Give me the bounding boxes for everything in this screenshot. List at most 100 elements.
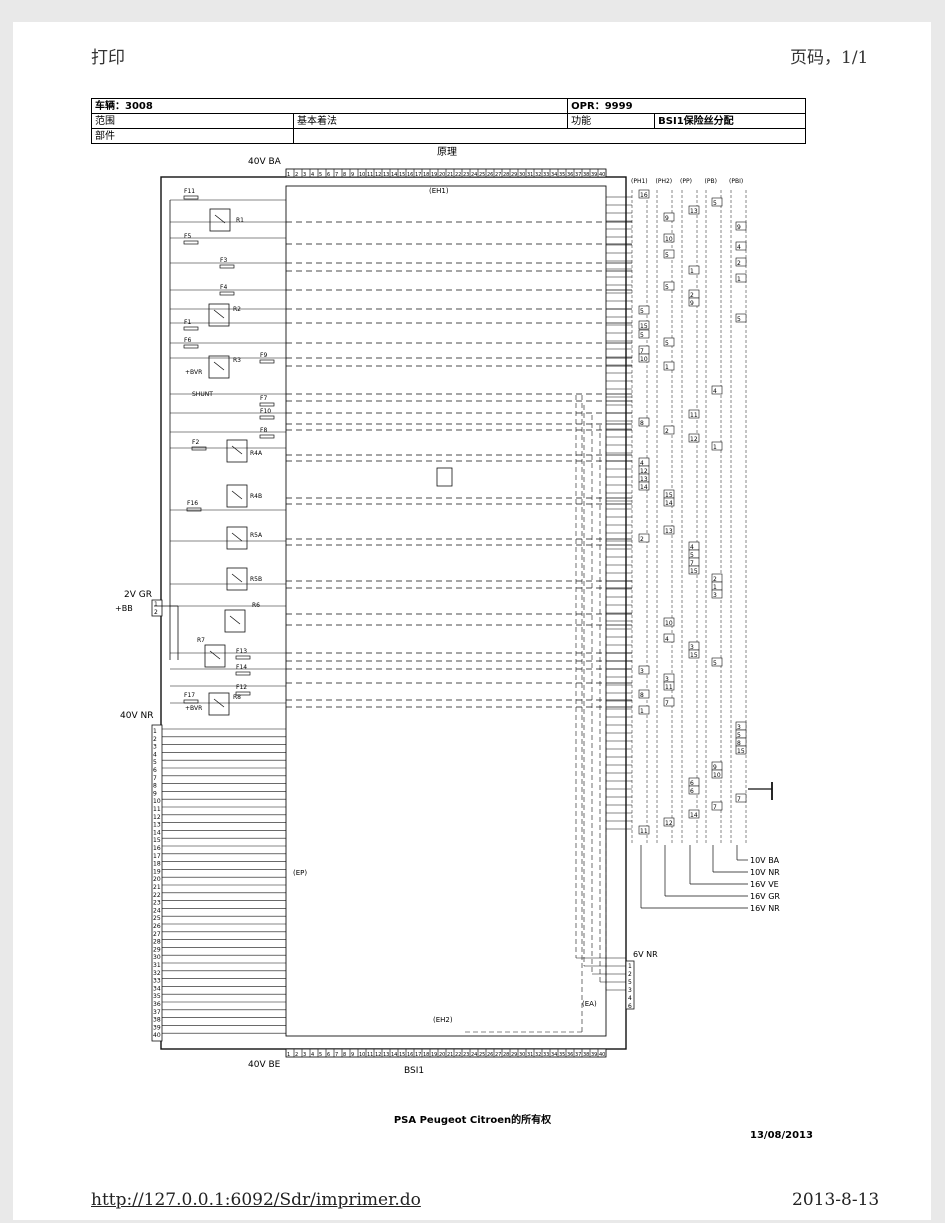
- right-pin-number: 15: [737, 748, 745, 755]
- right-pin-number: 10: [713, 772, 721, 779]
- pin-number-top: 28: [503, 172, 509, 178]
- pin-number-left-bottom: 32: [153, 970, 161, 977]
- fuse-label: F1: [184, 319, 191, 326]
- pin-number-bottom: 33: [543, 1052, 549, 1058]
- fuse-body: [219, 264, 235, 269]
- print-url-link[interactable]: http://127.0.0.1:6092/Sdr/imprimer.do: [91, 1190, 421, 1210]
- right-pin-number: 16: [640, 192, 648, 199]
- right-pin-number: 7: [640, 348, 644, 355]
- right-pin-number: 8: [640, 692, 644, 699]
- pin-number-left-bottom: 30: [153, 954, 161, 961]
- connector-bottom-label: 40V BE: [248, 1060, 281, 1070]
- right-pin-box: [638, 353, 650, 363]
- right-pin-box: [735, 313, 747, 323]
- right-pin-box: [663, 681, 675, 691]
- pin-number-bottom: 3: [303, 1052, 306, 1058]
- right-pin-number: 1: [737, 276, 741, 283]
- right-pin-number: 4: [737, 244, 741, 251]
- pin-number-left-bottom: 25: [153, 915, 161, 922]
- right-pin-number: 5: [640, 332, 644, 339]
- diagram-geometry: [151, 168, 773, 1058]
- right-pin-box: [638, 665, 650, 675]
- right-pin-number: 13: [665, 528, 673, 535]
- pin-cell-top: [597, 168, 607, 178]
- outline: [224, 609, 246, 633]
- pin-number-top: 18: [423, 172, 429, 178]
- pin-number-left-mid: 2: [154, 609, 158, 616]
- parts-value-cell: [293, 128, 806, 144]
- outline: [226, 526, 248, 550]
- pin-number-top: 38: [583, 172, 589, 178]
- relay-label: +BVR: [185, 369, 202, 376]
- pin-number-left-bottom: 5: [153, 759, 157, 766]
- relay-label: R4A: [250, 450, 263, 457]
- pin-number-left-bottom: 7: [153, 775, 157, 782]
- pin-number-top: 25: [479, 172, 485, 178]
- ea-pin-number: 2: [628, 971, 632, 978]
- pin-number-left-bottom: 14: [153, 829, 161, 836]
- right-pin-number: 5: [665, 340, 669, 347]
- pin-number-bottom: 39: [591, 1052, 597, 1058]
- pin-number-top: 12: [375, 172, 381, 178]
- fuse-body: [259, 402, 275, 407]
- right-pin-number: 1: [713, 584, 717, 591]
- pin-number-left-bottom: 1: [153, 728, 157, 735]
- fuse-body: [259, 415, 275, 420]
- right-pin-number: 15: [690, 568, 698, 575]
- right-pin-number: 5: [737, 732, 741, 739]
- pin-number-left-bottom: 13: [153, 822, 161, 829]
- pin-number-top: 13: [383, 172, 389, 178]
- right-pin-number: 12: [640, 468, 648, 475]
- fuse-body: [183, 699, 199, 704]
- right-pin-number: 15: [690, 652, 698, 659]
- pin-number-top: 15: [399, 172, 405, 178]
- fuse-label: F8: [260, 427, 267, 434]
- ea-pin-number: 6: [628, 1003, 632, 1010]
- right-pin-box: [735, 273, 747, 283]
- wire: [213, 309, 225, 319]
- pin-number-bottom: 14: [391, 1052, 397, 1058]
- print-date: 2013-8-13: [792, 1190, 880, 1210]
- right-pin-number: 8: [737, 740, 741, 747]
- relay-label: R7: [197, 637, 205, 644]
- right-pin-number: 1: [713, 444, 717, 451]
- pin-number-bottom: 2: [295, 1052, 298, 1058]
- fuse-label: F10: [260, 408, 271, 415]
- pin-number-top: 10: [359, 172, 365, 178]
- right-pin-box: [663, 361, 675, 371]
- pin-number-left-bottom: 33: [153, 978, 161, 985]
- pin-number-left-bottom: 39: [153, 1024, 161, 1031]
- relay-label: +BVR: [185, 705, 202, 712]
- pin-number-top: 32: [535, 172, 541, 178]
- pin-number-top: 14: [391, 172, 397, 178]
- right-pin-box: [638, 305, 650, 315]
- right-pin-number: 3: [640, 668, 644, 675]
- pin-number-bottom: 1: [287, 1052, 290, 1058]
- pin-number-left-bottom: 19: [153, 868, 161, 875]
- pin-number-left-bottom: 6: [153, 767, 157, 774]
- right-pin-box: [735, 221, 747, 231]
- pin-number-top: 4: [311, 172, 314, 178]
- pin-number-left-mid: 1: [154, 601, 158, 608]
- pin-number-left-bottom: 40: [153, 1032, 161, 1039]
- right-pin-box: [711, 385, 723, 395]
- right-pin-number: 10: [640, 356, 648, 363]
- outline: [151, 599, 163, 617]
- relay-label: R8: [233, 694, 241, 701]
- outline: [208, 303, 230, 327]
- owner-footer: PSA Peugeot Citroen的所有权: [393, 1115, 552, 1126]
- connector-6v-label: 6V NR: [633, 950, 658, 959]
- pin-number-bottom: 27: [495, 1052, 501, 1058]
- pin-number-top: 11: [367, 172, 373, 178]
- right-pin-box: [663, 233, 675, 243]
- info-table: 车辆：3008 OPR：9999 范围 基本着法 功能 BSI1保险丝分配 部件: [90, 98, 806, 144]
- pin-number-bottom: 6: [327, 1052, 330, 1058]
- ea-pin-number: 5: [628, 979, 632, 986]
- fuse-body: [191, 446, 207, 451]
- right-pin-box: [638, 417, 650, 427]
- right-pin-number: 6: [690, 788, 694, 795]
- connector-top-ref: (EH1): [429, 187, 449, 195]
- pin-number-top: 7: [335, 172, 338, 178]
- relay-label: R1: [236, 217, 244, 224]
